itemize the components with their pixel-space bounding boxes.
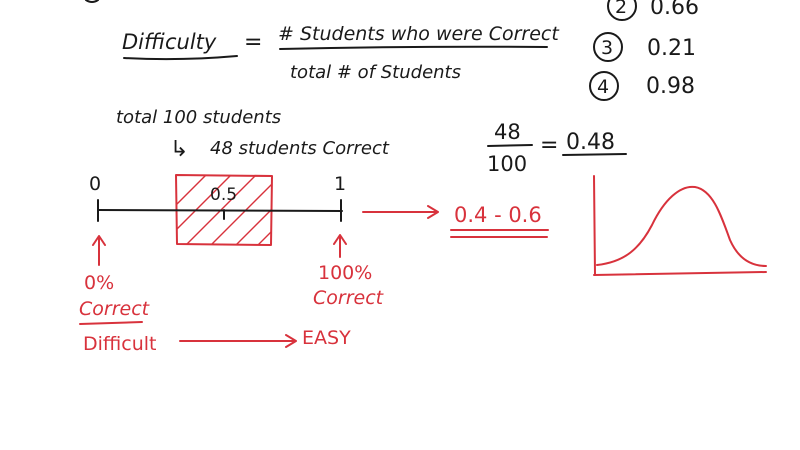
continuum-start: Difficult (83, 333, 157, 355)
continuum: Difficult EASY (83, 327, 351, 355)
example-correct: 48 students Correct (210, 138, 390, 159)
choice-number: 2 (615, 0, 627, 18)
sketch-y-axis (593, 175, 596, 276)
calc-result-underline (562, 153, 627, 156)
formula-equals: = (244, 30, 262, 55)
choice-2: 2 0.66 (607, 0, 699, 21)
formula-label-underline (123, 55, 238, 61)
scale-left-value: 0 (89, 173, 101, 195)
choice-number-circle (593, 32, 623, 62)
left-caption: Correct (79, 298, 151, 320)
right-percent: 100% (318, 262, 372, 284)
left-pointer-arrow (92, 235, 106, 266)
choice-4: 4 0.98 (589, 71, 695, 101)
choice-3: 3 0.21 (593, 32, 696, 62)
scale-mid-value: 0.5 (210, 185, 237, 205)
left-caption-underline (79, 321, 143, 325)
example-total: total 100 students (116, 107, 281, 128)
sketch-x-axis (593, 271, 767, 276)
right-pointer-arrow (333, 234, 347, 258)
example-notes: total 100 students ↳ 48 students Correct (116, 107, 390, 162)
choice-value: 0.98 (646, 74, 695, 99)
choice-value: 0.66 (650, 0, 699, 20)
choice-number-circle (589, 71, 619, 101)
calc-equals: = (540, 133, 558, 158)
continuum-end: EASY (302, 327, 351, 349)
calculation: 48 100 = 0.48 (487, 120, 627, 176)
choice-number-circle (607, 0, 637, 21)
sketch-curve (596, 185, 767, 267)
answer-choices: 2 0.66 3 0.21 4 0.98 (589, 0, 699, 101)
choice-number: 4 (597, 76, 609, 98)
continuum-arrow (179, 334, 297, 348)
formula-numerator: # Students who were Correct (278, 23, 560, 45)
example-arrow: ↳ (170, 137, 188, 162)
distribution-sketch (593, 175, 767, 276)
difficulty-scale: 0 0.5 1 0.4 - 0.6 0% Correct 100% Correc… (79, 173, 549, 325)
right-caption: Correct (313, 287, 385, 309)
calc-result: 0.48 (566, 130, 615, 155)
left-percent: 0% (84, 272, 114, 294)
calc-denominator: 100 (487, 152, 527, 176)
formula: Difficulty = # Students who were Correct… (122, 23, 560, 83)
scale-line (97, 209, 343, 212)
calc-fraction-bar (487, 144, 533, 147)
arrow-to-range (362, 205, 439, 219)
choice-number: 3 (601, 37, 613, 59)
calc-numerator: 48 (494, 120, 521, 144)
fraction-bar (279, 45, 548, 50)
ideal-range-label: 0.4 - 0.6 (454, 203, 542, 227)
scale-right-value: 1 (334, 173, 346, 195)
formula-denominator: total # of Students (290, 62, 461, 83)
cropped-stroke (85, 0, 99, 3)
formula-label: Difficulty (122, 30, 217, 54)
choice-value: 0.21 (647, 36, 696, 61)
